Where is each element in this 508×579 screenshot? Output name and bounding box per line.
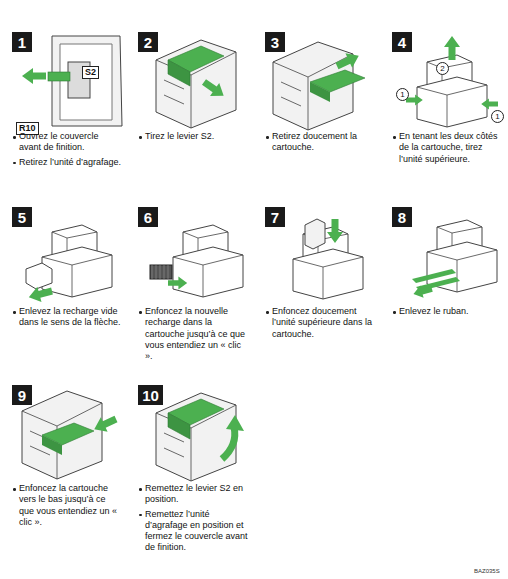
step-number: 4 (392, 32, 412, 52)
instruction-text: Tirez le levier S2. (138, 131, 249, 142)
instruction-text: En tenant les deux côtés de la cartouche… (392, 131, 503, 165)
instruction-text: Enfoncez la cartouche vers le bas jusqu’… (12, 483, 123, 528)
instruction-text: Remettez le levier S2 en position. (138, 483, 249, 506)
step-number: 9 (12, 385, 32, 405)
instruction-text: Remettez l’unité d’agrafage en position … (138, 509, 249, 554)
step-number-text: 7 (271, 210, 279, 225)
step-number-text: 8 (398, 210, 406, 225)
instruction-text: Retirez l’unité d’agrafage. (12, 157, 123, 168)
callout-number: 2 (436, 62, 449, 75)
step-number: 5 (12, 207, 32, 227)
step-number-text: 5 (18, 210, 26, 225)
step-number: 2 (138, 32, 158, 52)
step-number-text: 4 (398, 35, 406, 50)
step-number-text: 9 (18, 388, 26, 403)
step-number: 8 (392, 207, 412, 227)
step-number-text: 6 (144, 210, 152, 225)
figure-code: BAZ035S (474, 568, 500, 574)
step-number: 10 (138, 385, 163, 405)
instruction-text: Enlevez le ruban. (392, 306, 503, 317)
callout-number: 1 (396, 88, 409, 101)
step-number: 3 (265, 32, 285, 52)
part-label: S2 (82, 66, 99, 79)
instruction-text: Retirez doucement la cartouche. (265, 131, 376, 154)
instruction-text: Enfoncez doucement l’unité supérieure da… (265, 306, 376, 340)
step-number-text: 10 (142, 388, 159, 403)
step-number: 6 (138, 207, 158, 227)
step-number-text: 3 (271, 35, 279, 50)
callout-number: 1 (491, 110, 504, 123)
step-number: 1 (12, 32, 32, 52)
instruction-text: Ouvrez le couvercle avant de finition. (12, 131, 123, 154)
instruction-text: Enlevez la recharge vide dans le sens de… (12, 306, 123, 329)
step-number-text: 2 (144, 35, 152, 50)
instruction-text: Enfoncez la nouvelle recharge dans la ca… (138, 306, 249, 362)
step-number: 7 (265, 207, 285, 227)
step-number-text: 1 (18, 35, 26, 50)
